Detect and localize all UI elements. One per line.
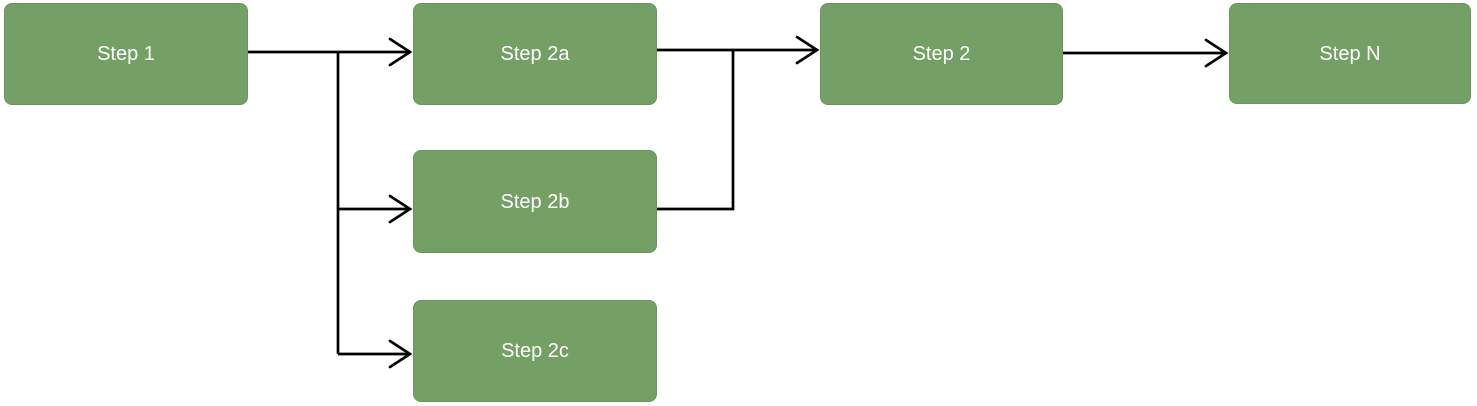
node-step-1-label: Step 1	[97, 43, 155, 65]
node-step-2c-label: Step 2c	[501, 340, 569, 362]
node-step-N[interactable]: Step N	[1229, 3, 1471, 104]
node-step-1[interactable]: Step 1	[4, 3, 248, 105]
node-step-2a[interactable]: Step 2a	[413, 3, 657, 105]
node-step-2[interactable]: Step 2	[820, 3, 1063, 105]
node-step-2b[interactable]: Step 2b	[413, 150, 657, 253]
node-step-2c[interactable]: Step 2c	[413, 300, 657, 402]
edge-step2b-merge	[657, 50, 735, 211]
node-step-2b-label: Step 2b	[500, 190, 570, 213]
node-step-N-label: Step N	[1319, 42, 1381, 65]
node-step-2a-label: Step 2a	[500, 43, 570, 65]
node-step-2-label: Step 2	[912, 43, 971, 65]
